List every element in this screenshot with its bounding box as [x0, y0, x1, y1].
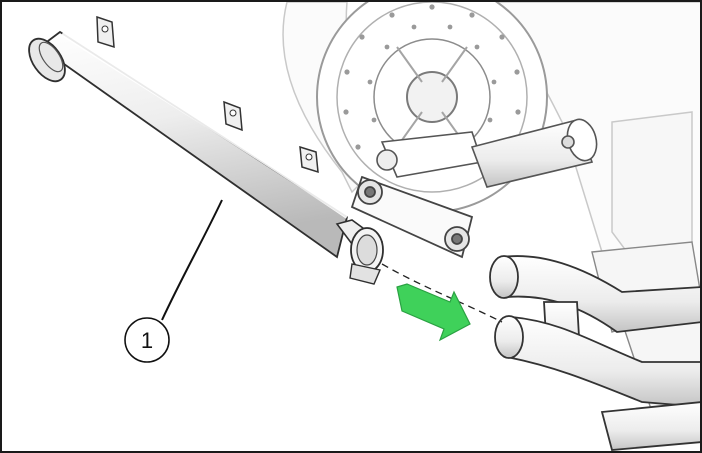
- callout-1-label: 1: [141, 328, 153, 353]
- alignment-dashed-line: [381, 263, 503, 323]
- linkage-bar: [350, 175, 474, 259]
- muffler: [28, 15, 384, 285]
- callout-1: 1: [124, 199, 223, 363]
- rear-shock: [376, 118, 598, 188]
- install-direction-arrow: [396, 283, 471, 342]
- exhaust-header-pipes: [489, 255, 700, 451]
